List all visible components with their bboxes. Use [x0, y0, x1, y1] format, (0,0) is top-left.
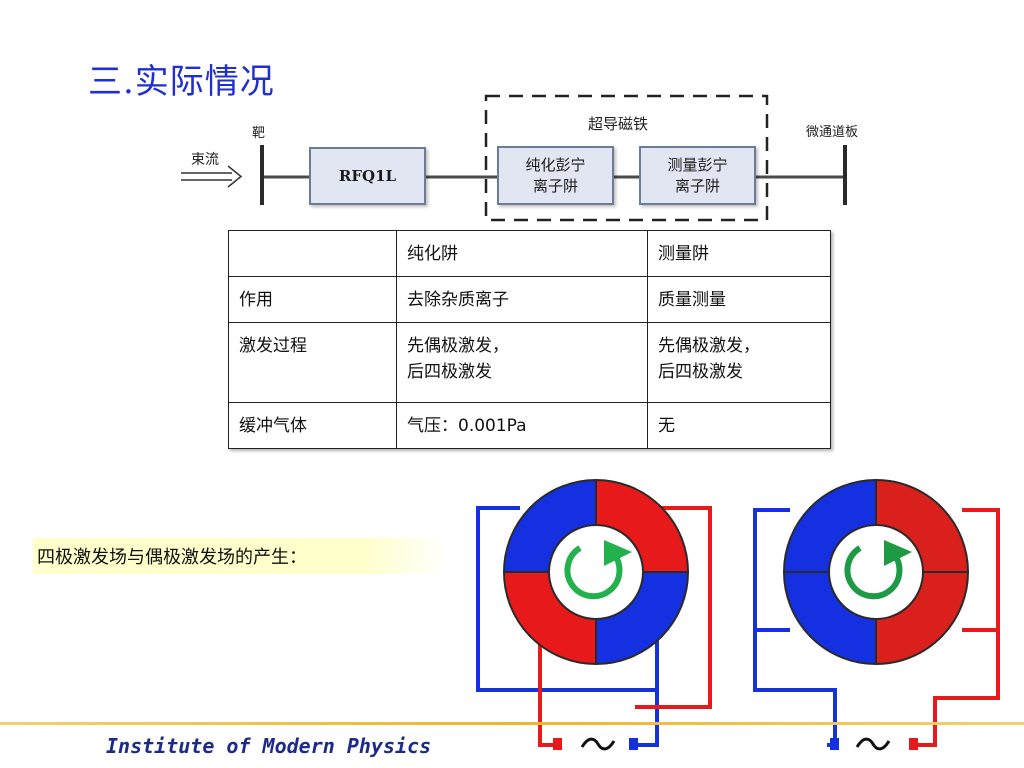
footer-institute: Institute of Modern Physics — [106, 734, 432, 758]
table-header-cell — [228, 230, 397, 277]
table-cell: 缓冲气体 — [228, 402, 397, 449]
footer-divider — [0, 722, 1024, 725]
quadrupole-excitation-diagram — [470, 478, 720, 768]
table-cell: 先偶极激发， 后四极激发 — [647, 322, 831, 403]
purify-trap-box: 纯化彭宁 离子阱 — [497, 146, 614, 205]
table-cell: 质量测量 — [647, 276, 831, 323]
trap-comparison-table: 纯化阱 测量阱 作用 去除杂质离子 质量测量 激发过程 先偶极激发， 后四极激发… — [228, 230, 831, 449]
dipole-excitation-diagram — [748, 478, 1008, 768]
beam-arrow-icon — [181, 165, 243, 188]
table-cell: 去除杂质离子 — [396, 276, 648, 323]
page-title: 三.实际情况 — [88, 62, 275, 102]
rfq-box: RFQ1L — [309, 147, 426, 205]
table-cell: 激发过程 — [228, 322, 397, 403]
table-header-cell: 测量阱 — [647, 230, 831, 277]
measure-trap-box: 测量彭宁 离子阱 — [639, 146, 756, 205]
table-cell: 作用 — [228, 276, 397, 323]
table-cell: 无 — [647, 402, 831, 449]
circular-arrow-icon — [564, 540, 632, 600]
tilde-ac-source-icon — [855, 737, 891, 751]
table-row: 激发过程 先偶极激发， 后四极激发 先偶极激发， 后四极激发 — [228, 322, 831, 403]
circular-arrow-icon — [844, 540, 912, 600]
rfq-label: RFQ1L — [338, 166, 397, 185]
table-header-row: 纯化阱 测量阱 — [228, 230, 831, 277]
table-cell: 气压：0.001Pa — [396, 402, 648, 449]
purify-trap-label: 纯化彭宁 离子阱 — [525, 156, 586, 195]
table-header-cell: 纯化阱 — [396, 230, 648, 277]
tilde-ac-source-icon — [580, 737, 616, 751]
beamline-diagram: 靶 束流 RFQ1L 超导磁铁 纯化彭宁 离子阱 测量彭宁 离子阱 微通道板 — [0, 0, 1024, 230]
caption-text: 四极激发场与偶极激发场的产生： — [37, 547, 307, 568]
mcp-label: 微通道板 — [806, 125, 859, 140]
excitation-caption: 四极激发场与偶极激发场的产生： — [33, 538, 447, 574]
table-row: 缓冲气体 气压：0.001Pa 无 — [228, 402, 831, 449]
beam-label: 束流 — [191, 152, 219, 168]
magnet-dashed-box — [484, 94, 769, 222]
table-row: 作用 去除杂质离子 质量测量 — [228, 276, 831, 323]
measure-trap-label: 测量彭宁 离子阱 — [667, 156, 728, 195]
target-label: 靶 — [252, 126, 266, 141]
table-cell: 先偶极激发， 后四极激发 — [396, 322, 648, 403]
magnet-label: 超导磁铁 — [588, 115, 649, 133]
